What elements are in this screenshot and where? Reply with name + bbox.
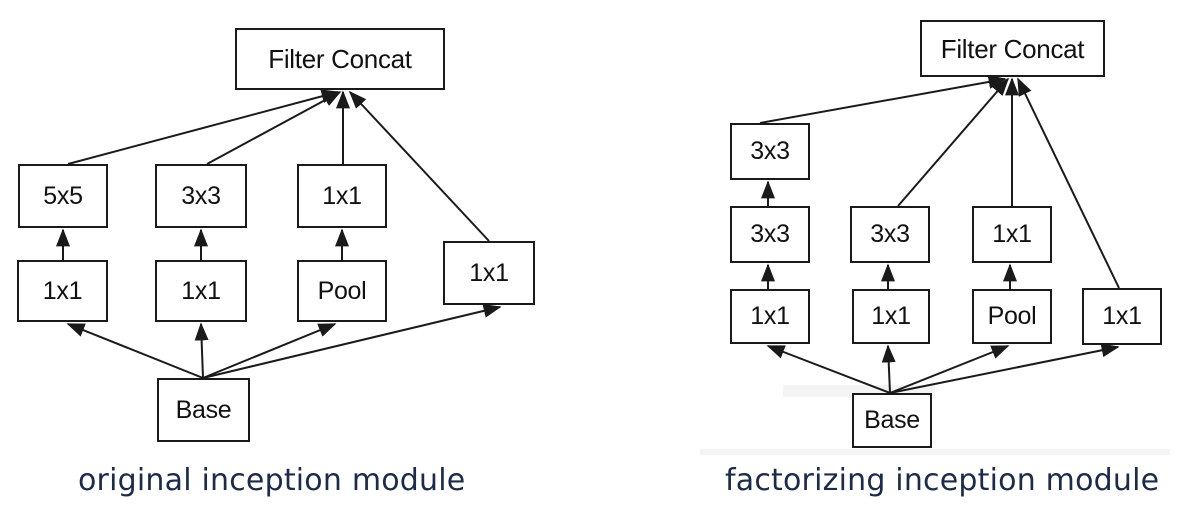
node-l-1x1-r: 1x1: [443, 241, 535, 305]
node-label-r-concat: Filter Concat: [940, 33, 1085, 64]
node-label-l-1x1-c: 1x1: [322, 181, 362, 210]
node-l-pool: Pool: [297, 260, 387, 322]
node-label-r-1x1-r: 1x1: [1102, 302, 1142, 330]
node-label-r-pool: Pool: [987, 302, 1037, 330]
node-label-r-1x1-b: 1x1: [871, 302, 911, 330]
node-l-3x3: 3x3: [155, 164, 247, 228]
node-r-1x1-c3: 1x1: [972, 206, 1052, 263]
node-l-1x1-b: 1x1: [155, 260, 247, 322]
node-l-1x1-c: 1x1: [297, 164, 387, 228]
node-label-l-concat: Filter Concat: [268, 44, 412, 74]
node-r-3x3-mid: 3x3: [730, 206, 810, 263]
edge-l-base-to-l-1x1-b: [194, 322, 209, 379]
node-r-3x3-c2: 3x3: [850, 206, 930, 263]
node-label-l-1x1-r: 1x1: [469, 258, 509, 287]
node-r-3x3-top: 3x3: [730, 123, 810, 180]
node-label-l-1x1-a: 1x1: [42, 276, 83, 305]
node-r-1x1-r: 1x1: [1082, 288, 1162, 345]
edge-l-5x5-to-l-concat: [67, 89, 340, 165]
edge-r-base-to-r-1x1-r: [889, 343, 1120, 394]
edge-r-base-to-r-1x1-a: [766, 345, 891, 394]
node-label-r-3x3-c2: 3x3: [870, 220, 910, 248]
edge-r-base-to-r-1x1-b: [881, 344, 896, 394]
node-l-base: Base: [157, 378, 250, 442]
node-r-concat: Filter Concat: [920, 20, 1105, 77]
node-label-r-1x1-c3: 1x1: [992, 220, 1032, 248]
node-l-1x1-a: 1x1: [17, 260, 108, 322]
node-label-r-3x3-top: 3x3: [750, 137, 790, 165]
scan-artifact-2: [700, 449, 1170, 455]
node-label-l-5x5: 5x5: [43, 181, 83, 210]
node-r-1x1-b: 1x1: [852, 289, 930, 344]
node-label-l-base: Base: [175, 395, 232, 424]
caption-original: original inception module: [78, 463, 466, 498]
edge-l-base-to-l-pool: [202, 323, 337, 379]
node-label-l-pool: Pool: [317, 276, 367, 305]
node-label-r-1x1-a: 1x1: [750, 302, 790, 330]
node-r-pool: Pool: [972, 289, 1052, 344]
node-r-1x1-a: 1x1: [730, 289, 810, 344]
node-label-l-1x1-b: 1x1: [181, 276, 221, 305]
node-l-5x5: 5x5: [18, 164, 108, 228]
node-label-r-3x3-mid: 3x3: [750, 220, 790, 248]
node-label-l-3x3: 3x3: [181, 181, 221, 210]
node-l-concat: Filter Concat: [235, 28, 445, 90]
node-label-r-base: Base: [864, 406, 920, 434]
edge-r-base-to-r-pool: [889, 345, 1010, 394]
edge-r-3x3-c2-to-r-concat: [897, 77, 1010, 207]
edge-l-3x3-to-l-concat: [206, 91, 342, 165]
node-r-base: Base: [852, 393, 932, 448]
edge-r-3x3-top-to-r-concat: [759, 75, 1007, 124]
caption-factorizing: factorizing inception module: [725, 463, 1160, 498]
edge-l-base-to-l-1x1-a: [66, 323, 204, 379]
